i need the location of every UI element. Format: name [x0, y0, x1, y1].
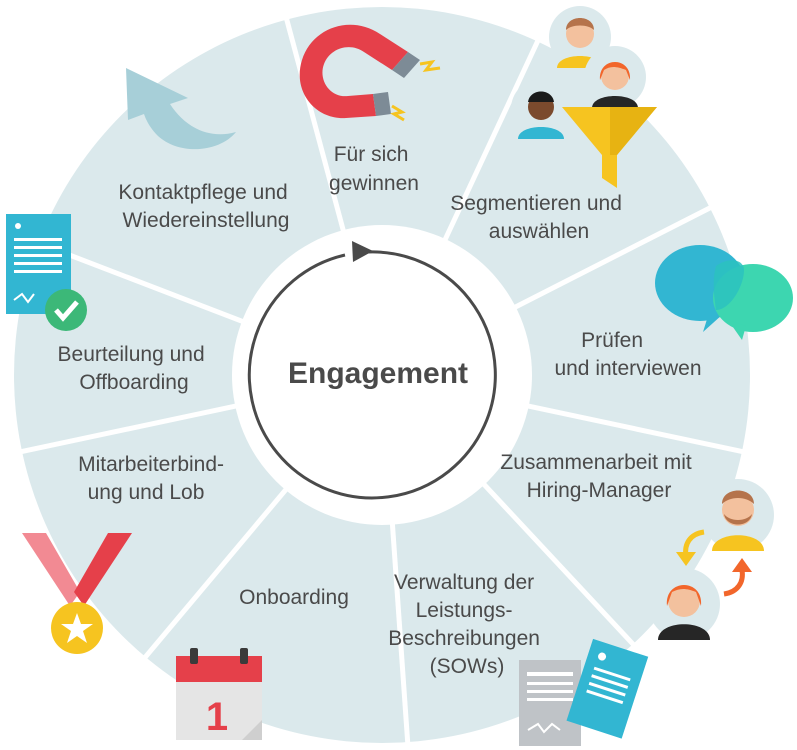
curved-arrow-icon — [126, 68, 236, 150]
cycle-arrow — [247, 241, 497, 500]
calendar-day: 1 — [206, 695, 228, 739]
segment-divider — [475, 475, 638, 649]
segment-dividers — [17, 15, 747, 747]
segment-label-segment: Segmentieren und auswählen — [450, 192, 627, 243]
documents-icon — [519, 638, 649, 746]
segment-divider — [518, 401, 747, 455]
segment-divider — [283, 15, 349, 241]
segment-label-sow: Verwaltung der Leistungs- Beschreibungen… — [388, 571, 546, 678]
medal-icon — [22, 533, 132, 654]
people-funnel-icon — [511, 6, 657, 188]
magnet-icon — [299, 24, 441, 122]
inner-disc — [232, 225, 532, 525]
segment-label-retention: Mitarbeiterbind- ung und Lob — [78, 453, 230, 504]
segment-label-hiring-manager: Zusammenarbeit mit Hiring-Manager — [500, 451, 697, 502]
segment-label-offboarding: Beurteilung und Offboarding — [58, 343, 211, 394]
segment-divider — [505, 203, 715, 314]
segment-divider — [140, 480, 294, 662]
segment-label-rehire: Kontaktpflege und Wiedereinstellung — [118, 181, 293, 232]
segment-divider — [389, 514, 411, 747]
segment-divider — [17, 401, 246, 455]
segment-label-attract: Für sich gewinnen — [329, 143, 419, 195]
segment-divider — [438, 36, 542, 250]
center-label: Engagement — [288, 357, 468, 390]
checked-document-icon — [6, 214, 87, 331]
segment-label-onboarding: Onboarding — [239, 586, 349, 609]
hiring-manager-avatars-icon — [648, 479, 774, 640]
calendar-icon: 1 — [176, 648, 262, 740]
segment-label-interview: Prüfen und interviewen — [554, 329, 701, 380]
speech-bubbles-icon — [655, 245, 793, 340]
